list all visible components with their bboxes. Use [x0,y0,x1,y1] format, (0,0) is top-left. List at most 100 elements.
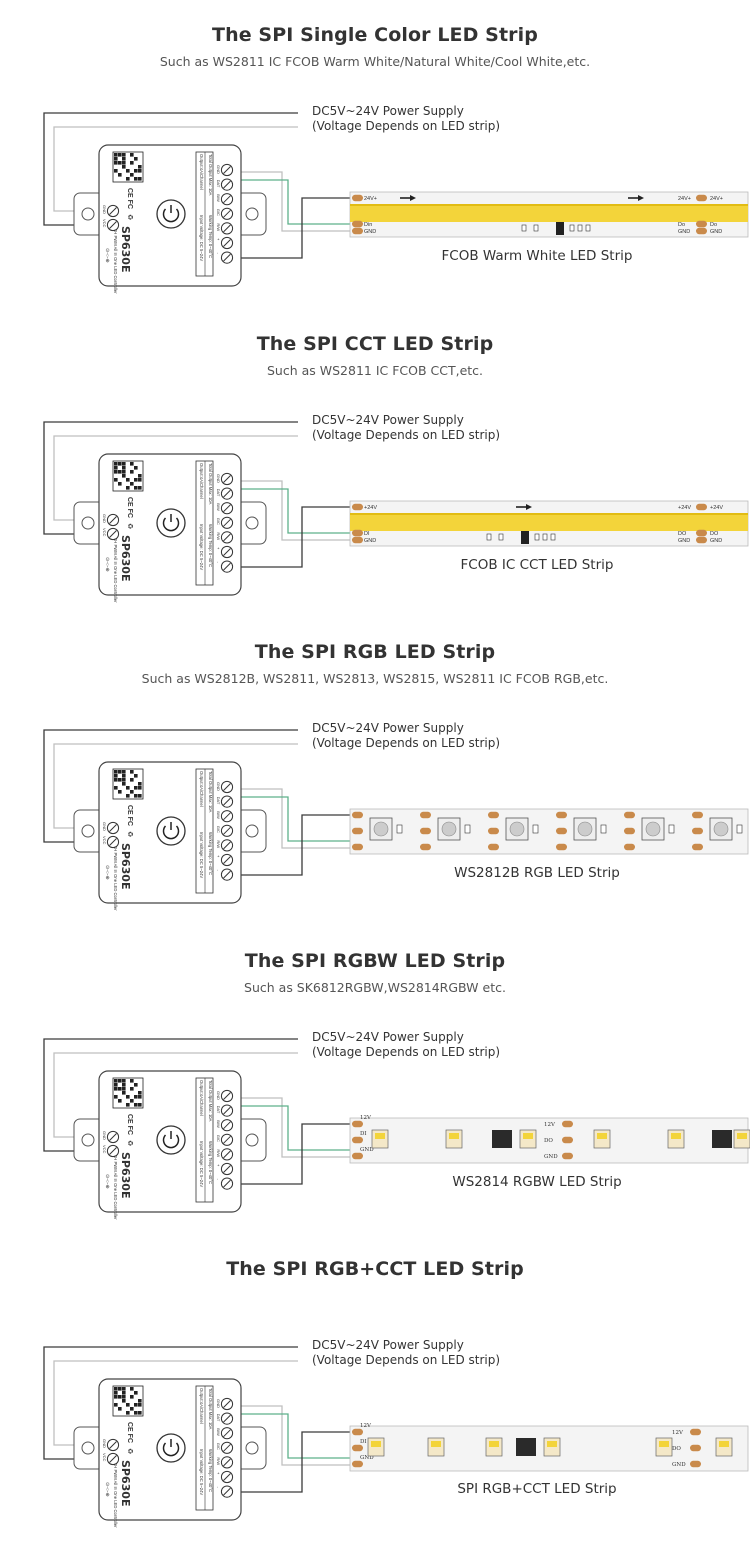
power-terminal-label-group: GND [102,1131,107,1140]
recycle-icon: ♻ [126,1140,133,1146]
terminal-label: GND [216,1399,221,1408]
power-terminal-label: VCC [102,1453,107,1462]
terminal-slot [223,195,231,204]
terminal-slot [223,783,231,791]
terminal-slot [223,1429,231,1438]
terminal-slot [223,1121,231,1130]
mount-hole-left [81,1441,95,1455]
recycle-icon: ♻ [126,214,133,220]
power-supply-label: DC5V~24V Power Supply [312,413,464,427]
terminal-slot [223,1179,231,1188]
power-terminal-label: GND [102,1439,107,1448]
resistor [569,224,575,232]
terminal-label-group: GND [216,1091,221,1100]
led-die [489,1441,499,1447]
terminal-label-group: GND [216,474,221,483]
pad-label: GND [364,229,376,235]
spec-line: Working Temp: 0~40°C [208,215,213,258]
ic-chip [492,1130,512,1148]
output-wire-data [241,1413,352,1459]
ic-chip [556,222,564,235]
led-die [719,1441,729,1447]
power-terminal-label-group: VCC [102,836,107,845]
terminal-label: G/C [216,209,221,216]
section-title: The SPI RGB+CCT LED Strip [226,1258,524,1280]
solder-pad [624,811,635,819]
terminal-slot [223,1165,231,1173]
recycle-icon: ♻ [126,831,133,837]
pad-label: Do [710,222,717,228]
solder-pad [352,1136,363,1144]
power-wire-positive [43,729,298,843]
solder-pad [692,827,703,835]
pad-label: GND [710,229,722,235]
voltage-note: (Voltage Depends on LED strip) [312,736,501,750]
solder-pad [696,194,707,202]
dc-symbol-group: ⊙-○-⊕ [104,1174,110,1189]
terminal-label-group: R/W [216,1149,221,1157]
ce-mark-icon: CE FC [126,1422,133,1443]
led-die [597,1133,607,1139]
terminal-label: + [216,1164,221,1167]
terminal-label-group: + [216,1164,221,1167]
terminal-label: - [216,1179,221,1181]
section-title: The SPI Single Color LED Strip [212,24,538,46]
spec-box [195,151,214,277]
resistor [550,533,556,541]
led-lens [509,821,525,837]
model-description: 5/1+CH PWM All In One LED Controller [113,1146,118,1220]
dc-symbol-group: ⊙-○-⊕ [104,248,110,263]
strip-label: FCOB IC CCT LED Strip [460,557,614,573]
mount-hole-left [81,516,95,530]
strip-label: WS2814 RGBW LED Strip [452,1174,622,1190]
power-terminal-label: VCC [102,219,107,228]
terminal-slot [223,1473,231,1481]
led-die [737,1133,747,1139]
arrow-head [526,504,532,510]
terminal-slot [223,224,231,233]
dc-symbol-group: ⊙-○-⊕ [104,1482,110,1497]
mount-hole-left [81,824,95,838]
terminal-slot [109,1133,117,1141]
pad-label: GND [710,538,722,544]
strip-label: FCOB Warm White LED Strip [441,248,633,264]
terminal-label-group: DAT [216,180,221,188]
terminal-label-group: G/C [216,209,221,216]
output-wire-gnd [241,1097,352,1158]
solder-pad [352,227,363,235]
terminal-slot [223,812,231,821]
mount-hole-left [81,207,95,221]
solder-pad [556,811,567,819]
model-name: SP630E [119,843,132,889]
led-lens [577,821,593,837]
terminal-label-group: G/C [216,1443,221,1450]
terminal-label: R/W [216,1457,221,1465]
terminal-label-group: B/W [216,1120,221,1128]
terminal-slot [223,489,231,498]
pad-label: DO [710,531,719,537]
spec-line: Output:4A/Channel [199,1080,204,1116]
solder-pad [624,843,635,851]
output-wire-data [241,1105,352,1151]
solder-pad [352,1460,363,1468]
section-subtitle: Such as WS2812B, WS2811, WS2813, WS2815,… [141,671,609,686]
power-terminal-label: VCC [102,836,107,845]
solder-pad [696,536,707,544]
terminal-label: - [216,253,221,255]
ic-chip [712,1130,732,1148]
spec-line: Input Voltage: DC 5~24V [199,524,204,570]
output-wire-gnd [241,480,352,541]
pad-label: Din [364,222,372,228]
terminal-label: + [216,1472,221,1475]
model-name: SP630E [119,1460,132,1506]
output-wire-vcc [241,1431,352,1493]
solder-pad [696,227,707,235]
recycle-icon: ♻ [126,1448,133,1454]
terminal-label: B/W [216,503,221,511]
voltage-note: (Voltage Depends on LED strip) [312,428,501,442]
spec-line: Total Output Max: 10A [208,154,213,196]
